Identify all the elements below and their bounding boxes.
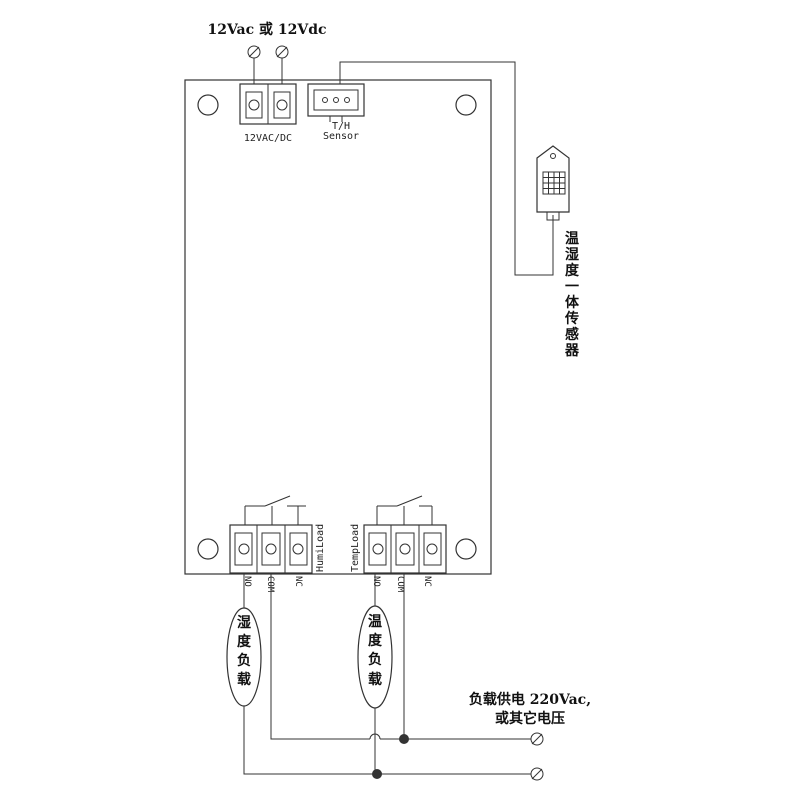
svg-text:载: 载 xyxy=(368,671,382,688)
power-terminal-label: 12VAC/DC xyxy=(244,133,292,144)
svg-text:一: 一 xyxy=(565,279,579,295)
temp-terminal-label: TempLoad xyxy=(350,524,361,572)
svg-text:度: 度 xyxy=(565,262,580,279)
svg-text:度: 度 xyxy=(368,632,383,649)
sensor-probe-icon xyxy=(536,145,570,221)
svg-text:载: 载 xyxy=(237,671,251,688)
supply-terminal-icons xyxy=(530,732,544,781)
humi-load-label: 湿 度 负 载 xyxy=(237,615,252,688)
temp-load-label: 温 度 负 载 xyxy=(368,614,383,688)
svg-text:传: 传 xyxy=(564,310,579,327)
power-terminal-block xyxy=(239,83,297,125)
load-wiring xyxy=(243,573,531,779)
supply-label-line2: 或其它电压 xyxy=(495,710,565,727)
svg-text:体: 体 xyxy=(565,294,580,311)
svg-text:负: 负 xyxy=(368,651,382,668)
junction-dot-top xyxy=(399,734,409,744)
humi-terminal-label: HumiLoad xyxy=(315,524,326,572)
humi-pin-no: NO xyxy=(242,576,252,587)
pcb-board xyxy=(184,79,492,575)
mounting-hole-bottom-left xyxy=(197,538,219,560)
mounting-hole-bottom-right xyxy=(455,538,477,560)
temp-pin-com: COM xyxy=(395,576,405,593)
svg-text:湿: 湿 xyxy=(565,247,579,263)
junction-dot-bottom xyxy=(372,769,382,779)
sensor-label: 温 湿 度 一 体 传 感 器 xyxy=(564,231,580,359)
humi-load-ellipse xyxy=(226,607,262,707)
svg-text:温: 温 xyxy=(565,231,579,247)
humi-pin-com: COM xyxy=(265,576,275,593)
sensor-port-connector xyxy=(307,83,365,122)
sensor-cable xyxy=(339,61,554,276)
temp-terminal-block xyxy=(363,524,447,574)
power-screw-icons xyxy=(247,45,289,84)
humi-pin-nc: NC xyxy=(293,576,303,587)
power-input-label: 12Vac 或 12Vdc xyxy=(207,21,326,38)
svg-text:度: 度 xyxy=(237,633,252,650)
mounting-holes xyxy=(197,94,477,560)
temp-pin-no: NO xyxy=(371,576,381,587)
svg-text:温: 温 xyxy=(368,614,382,630)
mounting-hole-top-right xyxy=(455,94,477,116)
sensor-port-label-line2: Sensor xyxy=(323,131,359,142)
humi-terminal-block xyxy=(229,524,313,574)
sensor-port-label-line1: T/H xyxy=(332,121,350,132)
supply-label-line1: 负载供电 220Vac, xyxy=(469,691,591,708)
svg-text:感: 感 xyxy=(565,326,579,343)
temp-pin-nc: NC xyxy=(422,576,432,587)
svg-text:湿: 湿 xyxy=(237,615,251,631)
humi-relay-symbol xyxy=(244,495,306,525)
temp-relay-symbol xyxy=(376,495,433,525)
temp-load-ellipse xyxy=(357,605,393,709)
mounting-hole-top-left xyxy=(197,94,219,116)
svg-text:负: 负 xyxy=(237,652,251,669)
svg-text:器: 器 xyxy=(564,343,580,359)
